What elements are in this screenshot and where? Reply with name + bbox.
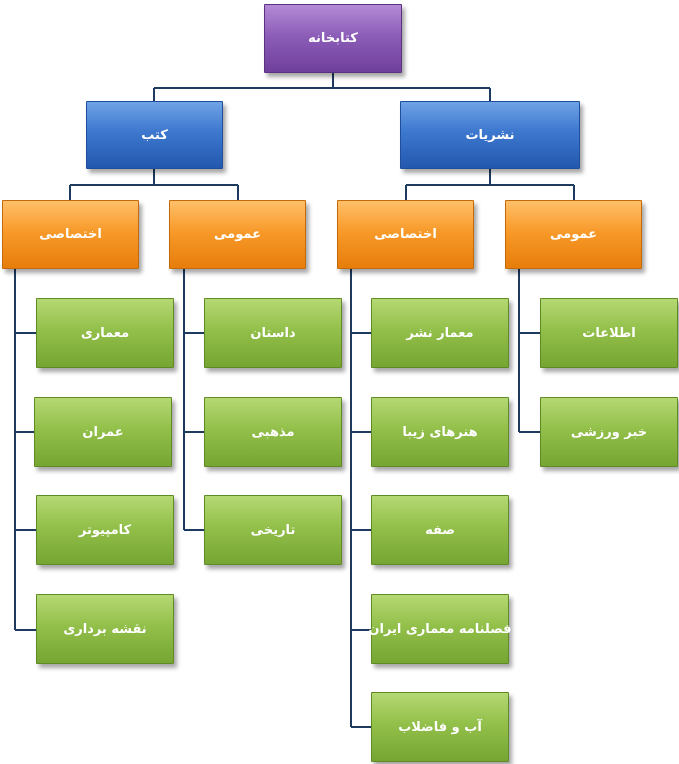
books-general-label: عمومی bbox=[214, 227, 261, 242]
connector-root bbox=[153, 73, 491, 101]
leaf-node: صفه bbox=[371, 495, 509, 565]
leaf-node: آب و فاضلاب bbox=[371, 692, 509, 762]
leaf-label: عمران bbox=[82, 424, 124, 440]
books-specialized-node: اختصاصی bbox=[2, 200, 139, 269]
root-node: کتابخانه bbox=[264, 4, 402, 73]
publications-specialized-node: اختصاصی bbox=[337, 200, 474, 269]
leaf-label: مذهبی bbox=[251, 424, 295, 440]
connector-books-general bbox=[183, 269, 204, 531]
leaf-label: تاریخی bbox=[250, 522, 296, 538]
connector-books-specialized bbox=[14, 269, 36, 631]
leaf-label: داستان bbox=[250, 325, 296, 341]
leaf-label: صفه bbox=[425, 522, 455, 538]
publications-label: نشریات bbox=[465, 127, 515, 143]
leaf-label: نقشه برداری bbox=[63, 621, 147, 637]
publications-node: نشریات bbox=[400, 101, 580, 169]
connector-books bbox=[69, 169, 239, 200]
leaf-node: فصلنامه معماری ایران bbox=[368, 594, 512, 664]
leaf-label: معماری bbox=[80, 325, 130, 341]
publications-general-node: عمومی bbox=[505, 200, 642, 269]
publications-specialized-label: اختصاصی bbox=[374, 227, 437, 242]
leaf-node: نقشه برداری bbox=[36, 594, 174, 664]
leaf-node: داستان bbox=[204, 298, 342, 368]
leaf-label: خبر ورزشی bbox=[570, 424, 648, 440]
root-label: کتابخانه bbox=[308, 31, 358, 46]
books-node: کتب bbox=[86, 101, 223, 169]
connector-publications-general bbox=[518, 269, 540, 433]
leaf-label: آب و فاضلاب bbox=[398, 719, 482, 735]
leaf-node: هنرهای زیبا bbox=[371, 397, 509, 467]
leaf-node: معماری bbox=[36, 298, 174, 368]
books-general-node: عمومی bbox=[169, 200, 306, 269]
leaf-node: خبر ورزشی bbox=[540, 397, 678, 467]
books-specialized-label: اختصاصی bbox=[39, 227, 102, 242]
leaf-node: کامپیوتر bbox=[36, 495, 174, 565]
books-label: کتب bbox=[141, 127, 168, 143]
leaf-label: کامپیوتر bbox=[78, 522, 132, 538]
leaf-label: معمار نشر bbox=[406, 325, 474, 341]
leaf-node: معمار نشر bbox=[371, 298, 509, 368]
publications-general-label: عمومی bbox=[550, 227, 597, 242]
leaf-label: فصلنامه معماری ایران bbox=[368, 621, 512, 637]
connector-publications-specialized bbox=[350, 269, 371, 728]
leaf-node: اطلاعات bbox=[540, 298, 678, 368]
leaf-node: عمران bbox=[34, 397, 172, 467]
connector-publications bbox=[405, 169, 575, 200]
leaf-label: هنرهای زیبا bbox=[402, 424, 478, 440]
leaf-label: اطلاعات bbox=[582, 325, 636, 341]
leaf-node: تاریخی bbox=[204, 495, 342, 565]
leaf-node: مذهبی bbox=[204, 397, 342, 467]
